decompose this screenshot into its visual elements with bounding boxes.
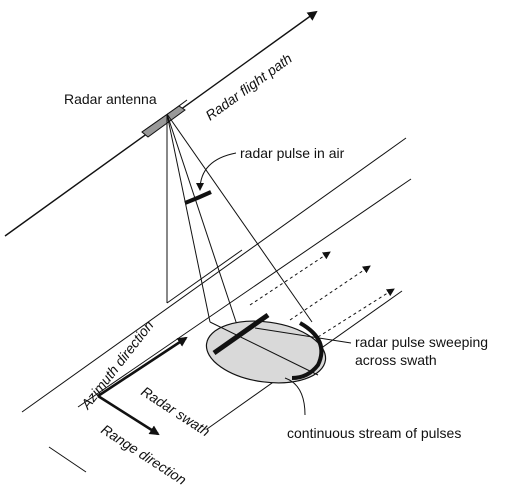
label-radar-antenna: Radar antenna [64, 91, 157, 107]
label-radar-pulse-sweeping-2: across swath [355, 352, 437, 368]
nadir-ground-line [166, 249, 243, 304]
label-radar-swath: Radar swath [138, 383, 213, 439]
continuous-stream-edge [291, 321, 324, 380]
radar-footprint [205, 320, 327, 384]
continuous-callout [284, 377, 306, 416]
beam-line-near [166, 113, 211, 323]
ground-line-4 [48, 446, 87, 473]
range-arrow [97, 394, 160, 436]
ground-line-2 [77, 178, 412, 408]
footprint-cross-line [209, 321, 319, 376]
dashed-arrow-2 [289, 265, 371, 321]
label-radar-pulse-sweeping-1: radar pulse sweeping [355, 334, 488, 350]
dashed-arrow-3 [317, 288, 395, 338]
dashed-arrow-1 [249, 251, 331, 306]
pulse-in-air-callout [196, 152, 237, 191]
beam-line-inner [166, 113, 243, 341]
beam-line-far [166, 113, 313, 323]
ground-line-1 [21, 137, 407, 413]
azimuth-arrow [97, 336, 188, 398]
sweeping-callout [254, 327, 352, 344]
label-continuous-stream: continuous stream of pulses [287, 425, 461, 441]
label-range-direction: Range direction [98, 421, 189, 488]
radar-antenna-side [141, 105, 186, 138]
label-radar-pulse-in-air: radar pulse in air [240, 145, 345, 161]
radar-pulse-sweeping-bar [212, 312, 270, 356]
radar-pulse-in-air [184, 190, 212, 205]
